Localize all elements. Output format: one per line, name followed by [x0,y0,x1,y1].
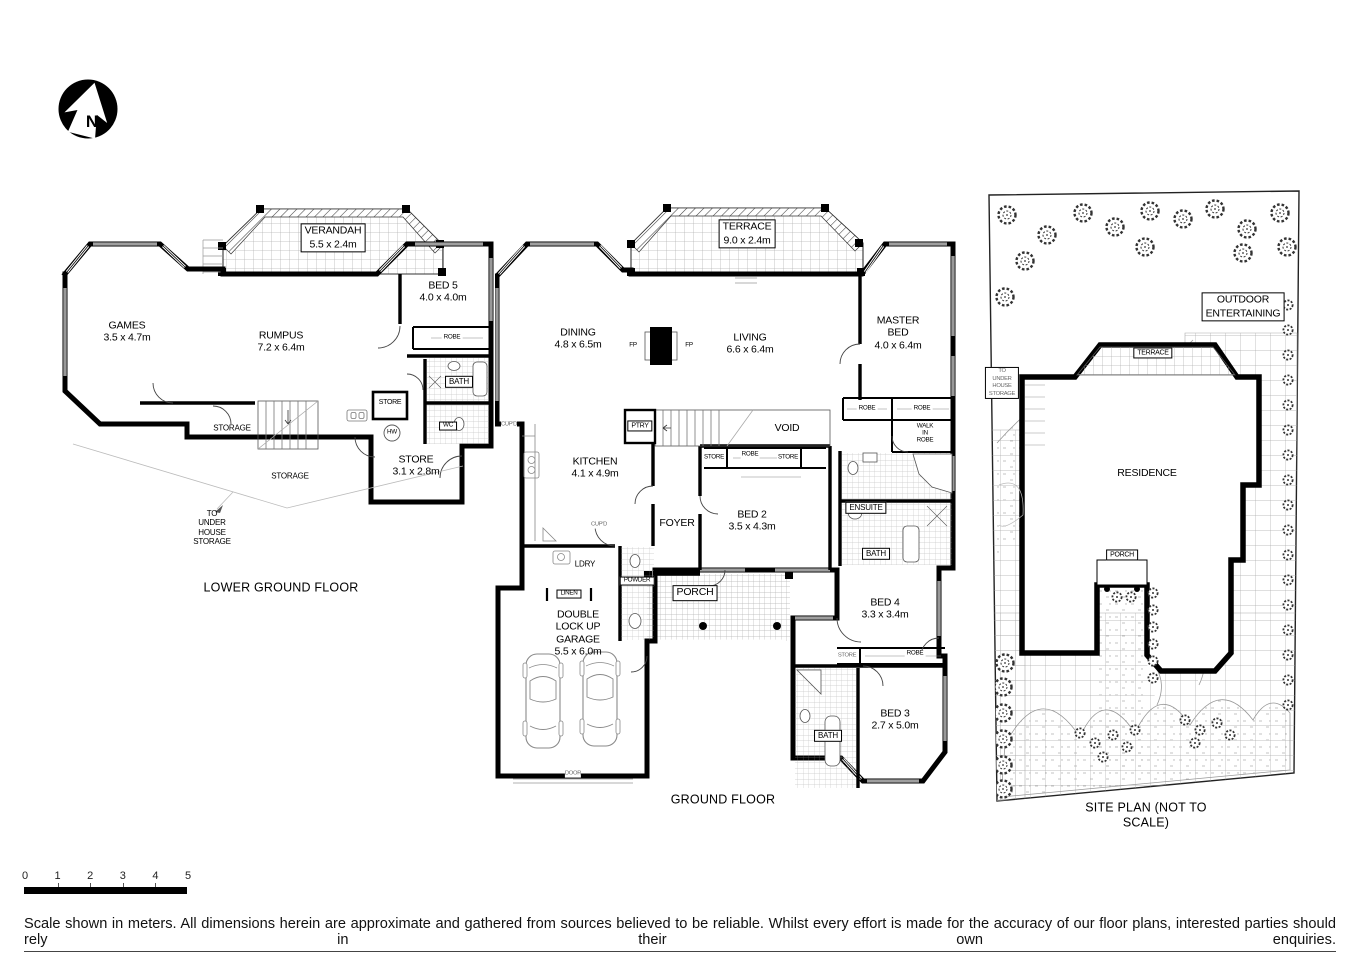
site-label-terrace: TERRACE [1133,347,1173,359]
site-plan-title: SITE PLAN (NOT TO SCALE) [1085,800,1207,829]
label-cupd-b: CUP'D [590,521,608,529]
room-label-dining: DINING 4.8 x 6.5m [554,326,602,351]
room-label-pantry: PTRY [627,420,653,432]
label-fp-right: FP [685,341,693,349]
site-plan: OUTDOOR ENTERTAINING TERRACE TO UNDER HO… [984,185,1307,837]
room-label-storage-b: STORAGE [271,471,309,481]
label-void: VOID [774,421,800,434]
room-label-store-small: STORE [378,398,402,406]
label-cupd-a: CUP'D [500,421,518,429]
scale-tick-0: 0 [21,870,29,882]
room-label-wc: WC [439,421,457,431]
north-letter: N [85,112,99,131]
label-store-left: STORE [702,453,726,462]
room-label-bath: BATH [862,547,890,561]
floor-title-lower-ground: LOWER GROUND FLOOR [203,580,359,595]
room-label-living: LIVING 6.6 x 6.4m [726,331,774,356]
ground-floor-drawing [495,204,956,788]
scale-tick-1: 1 [54,870,61,882]
disclaimer-text: Scale shown in meters. All dimensions he… [24,916,1336,952]
site-label-outdoor-entertaining: OUTDOOR ENTERTAINING [1201,292,1285,322]
room-label-bed4: BED 4 3.3 x 3.4m [861,596,909,621]
room-label-linen: LINEN [556,589,582,599]
room-label-rumpus: RUMPUS 7.2 x 6.4m [257,329,305,354]
room-label-powder: POWDER [619,576,655,586]
site-label-porch: PORCH [1106,549,1138,561]
scale-tick-2: 2 [87,870,94,882]
room-label-bed5: BED 5 4.0 x 4.0m [419,279,467,304]
label-store-bed4: STORE [837,652,857,660]
room-label-bath: BATH [445,375,473,389]
label-robe-bed2: ROBE [740,450,760,459]
label-walk-in-robe: WALK IN ROBE [916,422,934,444]
room-label-foyer: FOYER [659,516,695,529]
lower-ground-floor-plan: VERANDAH 5.5 x 2.4m GAMES 3.5 x 4.7m RUM… [55,196,495,608]
site-label-under-house-storage: TO UNDER HOUSE STORAGE [984,366,1020,400]
room-label-bed2: BED 2 3.5 x 4.3m [728,508,776,533]
label-robe-master: ROBE [911,404,933,413]
label-hw: HW [387,428,397,436]
room-label-master-bed: MASTER BED 4.0 x 6.4m [874,314,922,352]
room-label-store: STORE 3.1 x 2.8m [392,453,440,478]
label-garage-door: DOOR [564,770,582,778]
scale-tick-3: 3 [119,870,126,882]
room-label-terrace: TERRACE 9.0 x 2.4m [718,219,776,249]
label-robe-bed5: ROBE [441,333,463,342]
room-label-ensuite: ENSUITE [845,501,887,515]
site-label-residence: RESIDENCE [1117,466,1177,479]
room-label-ldry: LDRY [574,559,596,569]
note-under-house-storage: TO UNDER HOUSE STORAGE [193,509,231,547]
room-label-garage: DOUBLE LOCK UP GARAGE 5.5 x 6.0m [554,608,602,658]
label-store-right: STORE [776,453,800,462]
site-plan-drawing [988,190,1300,802]
label-robe-bed4: ROBE [904,649,926,658]
ground-floor-plan: TERRACE 9.0 x 2.4m DINING 4.8 x 6.5m LIV… [495,196,960,814]
north-arrow: N [57,78,121,142]
lower-ground-floor-drawing [61,205,494,513]
scale-bar: 0 1 2 3 4 5 [21,870,199,898]
room-label-storage-a: STORAGE [213,423,251,433]
floor-title-ground: GROUND FLOOR [670,792,776,807]
room-label-games: GAMES 3.5 x 4.7m [103,319,151,344]
label-robe-living: ROBE [856,404,878,413]
scale-tick-5: 5 [184,870,192,882]
label-fp-left: FP [629,341,637,349]
room-label-bath2: BATH [814,729,842,743]
room-label-verandah: VERANDAH 5.5 x 2.4m [300,223,366,253]
scale-bar-rule [24,887,187,894]
room-label-bed3: BED 3 2.7 x 5.0m [871,707,919,732]
room-label-porch: PORCH [672,585,718,601]
scale-tick-4: 4 [152,870,159,882]
room-label-kitchen: KITCHEN 4.1 x 4.9m [571,455,619,480]
north-arrow-icon [58,79,118,139]
